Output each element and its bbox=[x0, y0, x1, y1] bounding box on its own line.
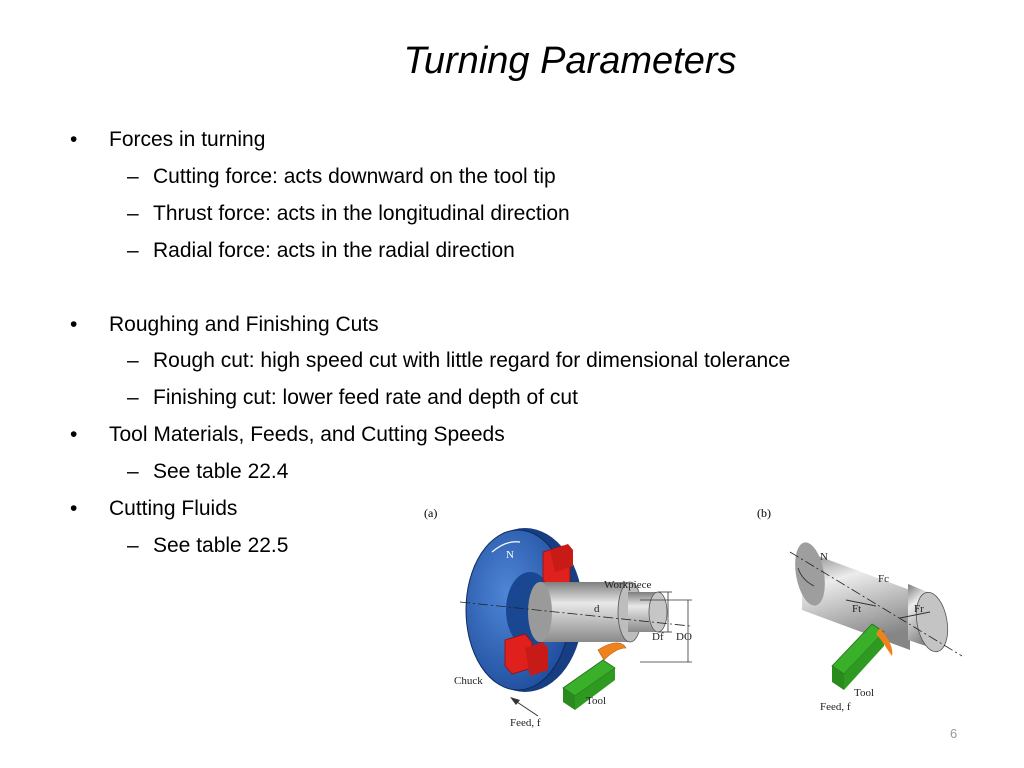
lathe-turning-diagram: Workpiece N d Df DO Chuck Tool Feed, f bbox=[454, 528, 692, 729]
figure-b-label: (b) bbox=[757, 506, 771, 520]
dash-mark: – bbox=[127, 534, 139, 557]
sub-bullet-text: See table 22.4 bbox=[153, 460, 289, 483]
bullet-mark: • bbox=[70, 497, 78, 520]
cutting-tool bbox=[562, 642, 627, 710]
slide-title: Turning Parameters bbox=[403, 40, 737, 82]
tool-label: Tool bbox=[586, 695, 606, 707]
original-diameter-label: DO bbox=[676, 631, 692, 643]
cutting-tool-b bbox=[831, 623, 893, 690]
force-arrows bbox=[797, 567, 931, 619]
sub-bullet-text: Cutting force: acts downward on the tool… bbox=[153, 165, 556, 188]
dash-mark: – bbox=[127, 386, 139, 409]
figure-a-label: (a) bbox=[424, 506, 438, 520]
final-diameter-label: Df bbox=[652, 631, 664, 643]
radial-force-label: Fr bbox=[914, 603, 924, 615]
dash-mark: – bbox=[127, 165, 139, 188]
sub-bullet-text: Rough cut: high speed cut with little re… bbox=[153, 349, 791, 372]
dash-mark: – bbox=[127, 349, 139, 372]
thrust-force-label: Ft bbox=[852, 603, 861, 615]
tool-label-b: Tool bbox=[854, 687, 874, 699]
cutting-force-label: Fc bbox=[878, 573, 889, 585]
bullet-text: Cutting Fluids bbox=[109, 497, 238, 520]
cutting-forces-diagram: N Fc Ft Fr Tool Feed, f bbox=[789, 542, 963, 713]
bullet-text: Roughing and Finishing Cuts bbox=[109, 313, 379, 336]
page-number: 6 bbox=[950, 726, 958, 741]
sub-bullet-text: See table 22.5 bbox=[153, 534, 289, 557]
dash-mark: – bbox=[127, 202, 139, 225]
bullet-text: Tool Materials, Feeds, and Cutting Speed… bbox=[109, 423, 505, 446]
bullet-text: Forces in turning bbox=[109, 128, 266, 151]
chuck-label: Chuck bbox=[454, 675, 483, 687]
dimension-lines bbox=[640, 591, 692, 663]
dash-mark: – bbox=[127, 239, 139, 262]
rotation-arrow bbox=[491, 541, 521, 553]
sub-bullet-text: Finishing cut: lower feed rate and depth… bbox=[153, 386, 578, 409]
dash-mark: – bbox=[127, 460, 139, 483]
workpiece bbox=[459, 581, 691, 643]
sub-bullet-text: Radial force: acts in the radial directi… bbox=[153, 239, 515, 262]
chuck-jaws bbox=[504, 544, 573, 676]
workpiece-b bbox=[789, 542, 963, 657]
sub-bullet-text: Thrust force: acts in the longitudinal d… bbox=[153, 202, 570, 225]
feed-label-b: Feed, f bbox=[820, 701, 851, 713]
rotation-label-b: N bbox=[820, 551, 828, 563]
feed-label: Feed, f bbox=[510, 717, 541, 729]
rotation-label: N bbox=[506, 549, 514, 561]
workpiece-label: Workpiece bbox=[604, 579, 651, 591]
bullet-mark: • bbox=[70, 423, 78, 446]
depth-label: d bbox=[594, 603, 600, 615]
bullet-mark: • bbox=[70, 313, 78, 336]
bullet-mark: • bbox=[70, 128, 78, 151]
feed-arrow bbox=[510, 697, 539, 717]
